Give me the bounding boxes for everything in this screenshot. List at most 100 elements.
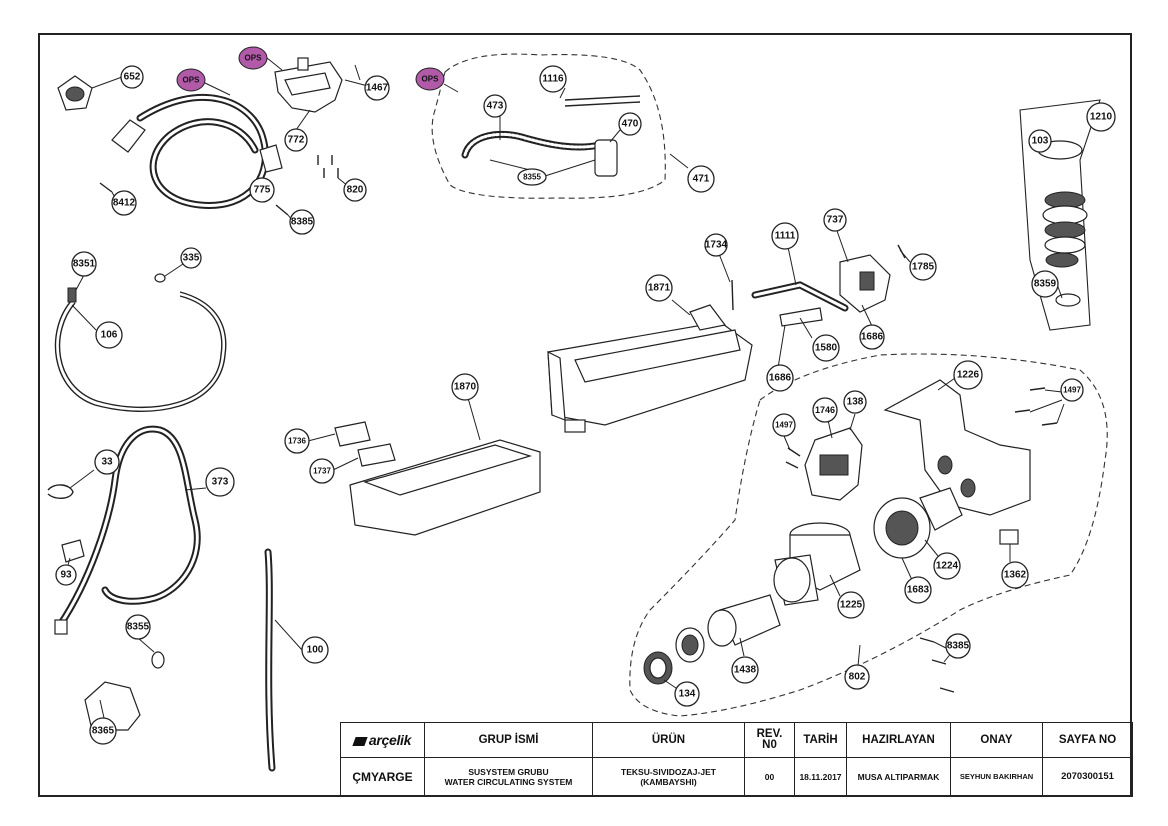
svg-text:470: 470: [622, 119, 639, 130]
title-block: arçelik GRUP İSMİ ÜRÜN REV. N0 TARİH HAZ…: [340, 722, 1133, 797]
onay-label: ONAY: [950, 722, 1043, 758]
svg-text:335: 335: [183, 253, 200, 264]
part-gasket-100: [264, 548, 276, 772]
part-valve-737: [839, 254, 891, 313]
callout-1226: 1226: [953, 360, 983, 390]
part-clip-1362: [999, 529, 1019, 545]
svg-text:1438: 1438: [734, 665, 757, 676]
part-bellows-1210: [1019, 99, 1101, 331]
callout-106: 106: [95, 321, 123, 349]
svg-text:1111: 1111: [775, 231, 796, 242]
callout-8359: 8359: [1031, 270, 1059, 298]
callout-772: 772: [284, 128, 308, 152]
svg-text:1497: 1497: [775, 421, 793, 430]
callout-335: 335: [180, 247, 202, 269]
callout-1736: 1736: [284, 428, 310, 454]
svg-text:473: 473: [487, 101, 504, 112]
svg-text:8365: 8365: [92, 726, 115, 737]
title-block-value-row: ÇMYARGE SUSYSTEM GRUBU WATER CIRCULATING…: [340, 757, 1133, 797]
grup-isim-label: GRUP İSMİ: [424, 722, 593, 758]
part-clamp-8355: [151, 651, 165, 669]
callout-1686: 1686: [766, 364, 794, 392]
svg-text:1734: 1734: [705, 240, 728, 251]
part-hose-373: [54, 425, 201, 635]
svg-text:775: 775: [254, 185, 271, 196]
svg-text:1683: 1683: [907, 585, 930, 596]
callout-93: 93: [55, 564, 77, 586]
callout-1785: 1785: [909, 253, 937, 281]
rev-value: 00: [744, 757, 795, 797]
svg-text:8355: 8355: [127, 622, 150, 633]
callout-1497: 1497: [1060, 378, 1084, 402]
svg-text:1226: 1226: [957, 370, 980, 381]
callout-1580: 1580: [812, 334, 840, 362]
callout-820: 820: [343, 178, 367, 202]
callout-473: 473: [483, 94, 507, 118]
callout-1683: 1683: [904, 576, 932, 604]
svg-text:93: 93: [60, 570, 72, 581]
callout-1870: 1870: [451, 373, 479, 401]
callout-100: 100: [301, 636, 329, 664]
title-block-table: arçelik GRUP İSMİ ÜRÜN REV. N0 TARİH HAZ…: [340, 722, 1133, 797]
callout-802: 802: [844, 664, 870, 690]
urun-label: ÜRÜN: [592, 722, 745, 758]
svg-text:138: 138: [847, 397, 864, 408]
svg-text:8351: 8351: [73, 259, 96, 270]
onay-value: SEYHUN BAKIRHAN: [950, 757, 1043, 797]
callout-1686: 1686: [859, 324, 885, 350]
part-clamp-652: [57, 75, 93, 111]
part-pump-housing-1225: [773, 522, 861, 606]
callout-470: 470: [618, 112, 642, 136]
callout-8385: 8385: [289, 209, 315, 235]
svg-text:802: 802: [849, 672, 866, 683]
svg-text:471: 471: [693, 174, 710, 185]
svg-text:373: 373: [212, 477, 229, 488]
hazirlayan-value: MUSA ALTIPARMAK: [846, 757, 951, 797]
svg-text:33: 33: [101, 457, 113, 468]
svg-text:1746: 1746: [815, 405, 835, 415]
part-bracket-1226: [883, 379, 1031, 516]
svg-text:134: 134: [679, 689, 696, 700]
svg-text:100: 100: [307, 645, 324, 656]
svg-text:1785: 1785: [912, 262, 935, 273]
callout-1225: 1225: [837, 591, 865, 619]
callout-8365: 8365: [89, 717, 117, 745]
callout-1497: 1497: [772, 413, 796, 437]
callout-471: 471: [687, 165, 715, 193]
svg-text:1580: 1580: [815, 343, 838, 354]
callout-8355: 8355: [125, 614, 151, 640]
svg-text:820: 820: [347, 185, 364, 196]
callout-8351: 8351: [71, 251, 97, 277]
svg-text:1210: 1210: [1090, 112, 1113, 123]
svg-text:OPS: OPS: [245, 54, 263, 63]
callout-652: 652: [120, 65, 144, 89]
callout-1737: 1737: [309, 458, 335, 484]
svg-text:8385: 8385: [947, 641, 970, 652]
callout-134: 134: [674, 681, 700, 707]
part-clamp-33: [47, 484, 74, 499]
svg-text:1467: 1467: [366, 83, 389, 94]
svg-text:8359: 8359: [1034, 279, 1057, 290]
urun-value: TEKSU-SIVIDOZAJ-JET (KAMBAYSHI): [592, 757, 745, 797]
department-code: ÇMYARGE: [340, 757, 425, 797]
svg-text:8385: 8385: [291, 217, 314, 228]
callout-103: 103: [1028, 129, 1052, 153]
part-valve-bracket-772: [274, 57, 343, 113]
callout-1467: 1467: [364, 75, 390, 101]
svg-text:OPS: OPS: [422, 75, 440, 84]
svg-text:1686: 1686: [769, 373, 792, 384]
hazirlayan-label: HAZIRLAYAN: [846, 722, 951, 758]
callout-1746: 1746: [812, 397, 838, 423]
tarih-label: TARİH: [794, 722, 847, 758]
svg-text:106: 106: [101, 330, 118, 341]
svg-text:103: 103: [1032, 136, 1049, 147]
callout-1438: 1438: [731, 656, 759, 684]
callout-775: 775: [249, 177, 275, 203]
svg-text:737: 737: [827, 215, 844, 226]
callout-8385: 8385: [945, 633, 971, 659]
svg-text:1225: 1225: [840, 600, 863, 611]
callout-1734: 1734: [704, 233, 728, 257]
callout-1210: 1210: [1086, 102, 1116, 132]
svg-text:1737: 1737: [313, 467, 331, 476]
rev-label: REV. N0: [744, 722, 795, 758]
